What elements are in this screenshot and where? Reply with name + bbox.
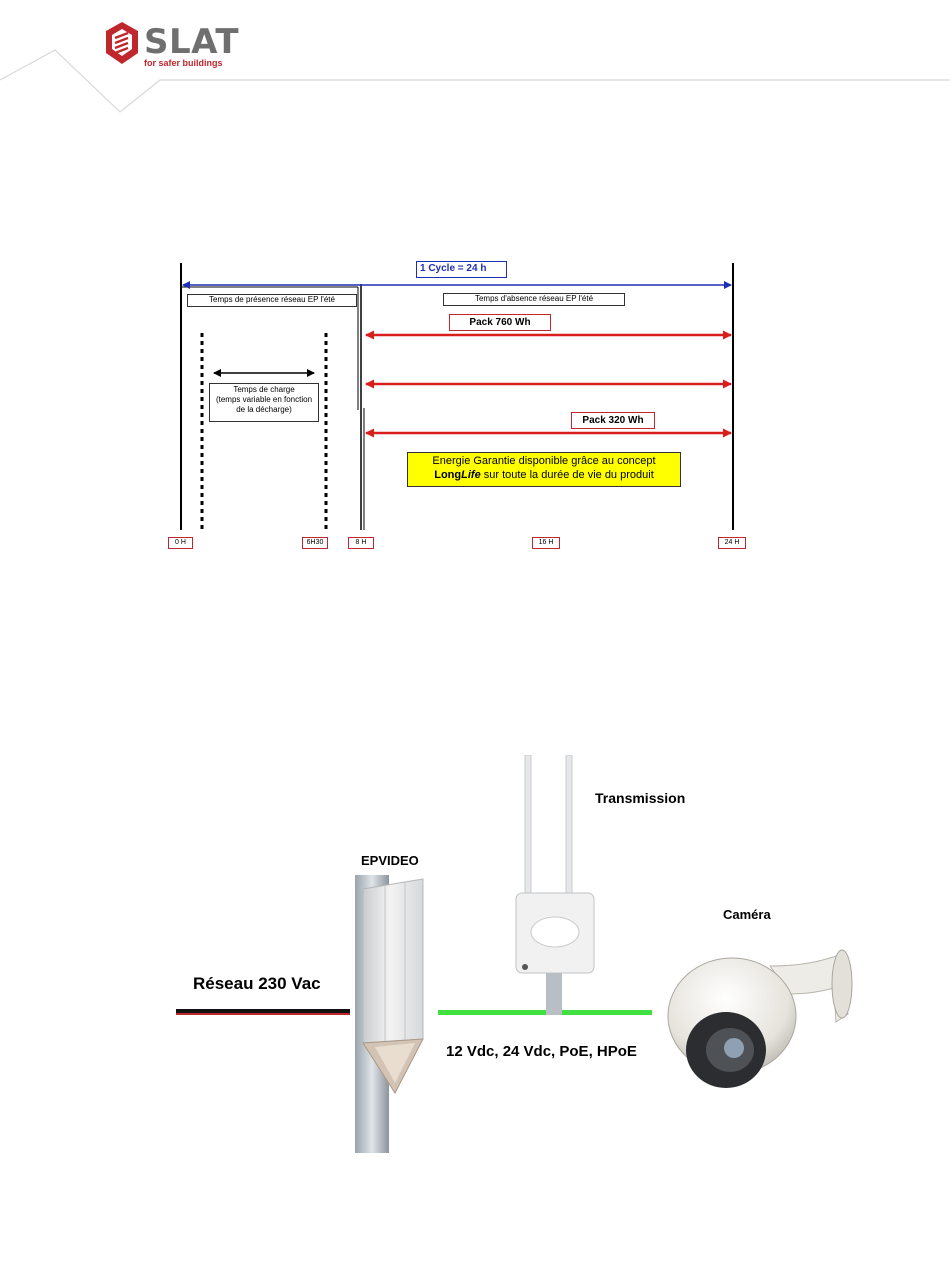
- slat-logo: SLAT for safer buildings: [104, 20, 244, 70]
- energy-line-2-rest: sur toute la durée de vie du produit: [480, 469, 654, 481]
- epvideo-cabinet-icon: [355, 875, 424, 1153]
- cycle-label: 1 Cycle = 24 h: [416, 261, 507, 278]
- charge-time-note-2: de la décharge): [236, 405, 292, 414]
- slat-logo-icon: [106, 22, 138, 64]
- charge-time-note-1: (temps variable en fonction: [215, 395, 313, 404]
- timeline-diagram: 1 Cycle = 24 h Temps de présence réseau …: [0, 0, 950, 600]
- charge-time-box: Temps de charge (temps variable en fonct…: [209, 383, 319, 422]
- tick-0h: 0 H: [168, 537, 193, 549]
- tick-6h30: 6H30: [302, 537, 328, 549]
- epvideo-caption: EPVIDEO: [361, 853, 419, 868]
- dc-output-cable: [438, 1010, 652, 1015]
- camera-caption: Caméra: [723, 907, 771, 922]
- header-divider: [0, 49, 950, 113]
- absence-label: Temps d'absence réseau EP l'été: [443, 293, 625, 306]
- energy-long: Long: [434, 469, 462, 481]
- presence-label: Temps de présence réseau EP l'été: [187, 294, 357, 307]
- tick-16h: 16 H: [532, 537, 560, 549]
- energy-line-2: LongLife sur toute la durée de vie du pr…: [408, 468, 680, 482]
- brand-name: SLAT: [144, 22, 240, 62]
- energy-life: Life: [461, 469, 481, 481]
- page-header: SLAT for safer buildings: [0, 0, 950, 120]
- energy-line-1: Energie Garantie disponible grâce au con…: [432, 455, 656, 467]
- transmission-caption: Transmission: [595, 790, 686, 806]
- tick-24h: 24 H: [718, 537, 746, 549]
- tick-8h: 8 H: [348, 537, 374, 549]
- mains-caption: Réseau 230 Vac: [193, 974, 321, 993]
- dome-camera-icon: [667, 949, 853, 1088]
- timeline-lines: [180, 263, 734, 530]
- installation-illustration: Transmission EPVIDEO Caméra Réseau 230 V…: [0, 700, 950, 1180]
- mains-cable: [176, 1009, 350, 1015]
- charge-time-title: Temps de charge: [233, 385, 295, 394]
- energy-guarantee-box: Energie Garantie disponible grâce au con…: [407, 452, 681, 487]
- pack-760-label: Pack 760 Wh: [449, 314, 551, 331]
- pack-320-label: Pack 320 Wh: [571, 412, 655, 429]
- brand-tagline: for safer buildings: [144, 58, 223, 68]
- transmission-unit-icon: [515, 755, 595, 1015]
- dc-output-caption: 12 Vdc, 24 Vdc, PoE, HPoE: [446, 1043, 637, 1060]
